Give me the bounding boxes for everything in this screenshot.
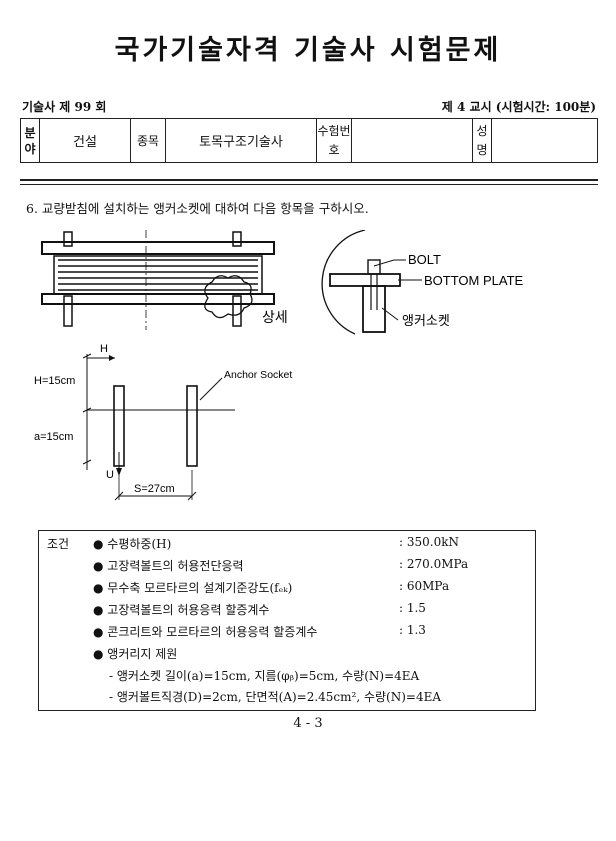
bolt-label: BOLT [408, 252, 441, 267]
bottom-plate-label: BOTTOM PLATE [424, 273, 524, 288]
divider [20, 179, 598, 181]
bearing-figure: 상세 BOLT BOTTOM PLATE 앵커소켓 [41, 230, 524, 335]
condition-value: : 1.3 [399, 623, 426, 637]
top-plate [41, 241, 275, 255]
exam-title: 국가기술자격 기술사 시험문제 [114, 35, 502, 66]
anchor-socket-label: Anchor Socket [224, 369, 292, 381]
condition-item: ● 수평하중(H) [93, 537, 172, 551]
anchor-socket-figure: H H=15cm a=15cm Anchor Socket U S=27cm [34, 343, 292, 501]
condition-value: : 350.0kN [399, 535, 459, 549]
anchor-socket-label-kr: 앵커소켓 [402, 313, 450, 328]
condition-value: : 60MPa [399, 579, 450, 593]
divider [20, 184, 598, 185]
condition-item: ● 고장력볼트의 허용전단응력 [93, 559, 244, 573]
detail-arc [321, 230, 366, 335]
condition-item: ● 고장력볼트의 허용응력 할증계수 [93, 603, 270, 617]
condition-value: : 1.5 [399, 601, 426, 615]
detail-cloud [204, 275, 253, 319]
name-label: 성명 [472, 118, 492, 163]
exam-number-field[interactable] [351, 118, 473, 163]
condition-item: ● 앵커리지 제원 [93, 647, 178, 661]
condition-value: : 270.0MPa [399, 557, 469, 571]
exam-session: 제 4 교시 (시험시간: 100분) [441, 100, 596, 114]
detail-bolt-head [367, 259, 381, 275]
field-label: 분야 [24, 125, 36, 156]
exam-info-table: 분야 건설 종목 토목구조기술사 수험번호 성명 [20, 118, 598, 163]
anchor-bolt [232, 231, 242, 247]
h-dimension: H=15cm [34, 375, 75, 387]
conditions-box: 조건 ● 수평하중(H) : 350.0kN ● 고장력볼트의 허용전단응력 :… [38, 530, 536, 711]
condition-item: ● 무수축 모르타르의 설계기준강도(fₑₖ) [93, 581, 293, 595]
anchorage-spec-1: - 앵커소켓 길이(a)=15cm, 지름(φᵦ)=5cm, 수량(N)=4EA [109, 669, 420, 683]
anchorage-spec-2: - 앵커볼트직경(D)=2cm, 단면적(A)=2.45cm², 수량(N)=4… [109, 690, 442, 704]
question-text: 6. 교량받침에 설치하는 앵커소켓에 대하여 다음 항목을 구하시오. [26, 201, 369, 216]
elastomer-block [53, 255, 263, 295]
exam-round: 기술사 제 99 회 [22, 100, 107, 114]
h-force-label: H [100, 343, 108, 355]
anchor-socket [63, 295, 73, 327]
bottom-plate [41, 293, 275, 305]
detail-label: 상세 [262, 309, 288, 325]
a-dimension: a=15cm [34, 431, 73, 443]
detail-bottom-plate [329, 273, 401, 287]
u-label: U [106, 469, 114, 481]
exam-number-label: 수험번호 [316, 118, 352, 163]
category-value: 토목구조기술사 [165, 118, 317, 163]
anchor-bolt [63, 231, 73, 247]
field-value: 건설 [39, 118, 131, 163]
category-label: 종목 [130, 118, 166, 163]
conditions-label: 조건 [47, 537, 70, 551]
condition-item: ● 콘크리트와 모르타르의 허용응력 할증계수 [93, 625, 318, 639]
field-label-cell: 분야 [20, 118, 40, 163]
detail-socket [362, 285, 386, 333]
name-field[interactable] [491, 118, 598, 163]
s-dimension: S=27cm [134, 483, 175, 495]
socket-right [186, 385, 198, 467]
page-number: 4 - 3 [293, 716, 323, 731]
anchor-socket [232, 295, 242, 327]
